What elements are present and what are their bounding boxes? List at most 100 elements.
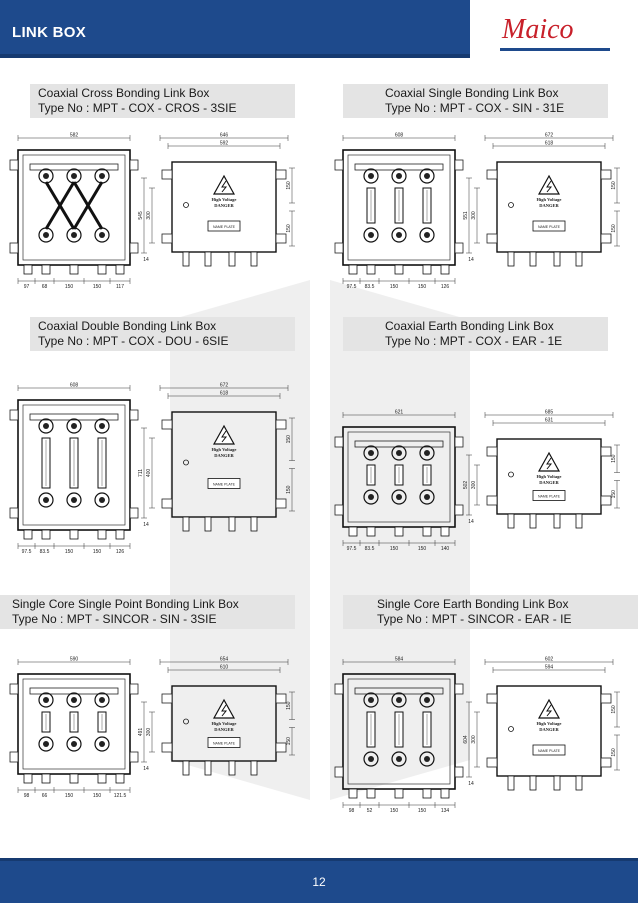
height-dimension: 604 (463, 735, 469, 744)
section-label-single: Coaxial Single Bonding Link Box Type No … (343, 84, 608, 118)
cross-link (72, 181, 104, 230)
warning-text-line1: High Voltage (537, 197, 562, 202)
height-dimension: 300 (471, 481, 477, 490)
mounting-bracket (486, 495, 498, 506)
terminal-bolt (368, 697, 374, 703)
cable-gland (507, 513, 515, 529)
name-plate-label: NAME PLATE (213, 225, 236, 229)
height-dimension: 300 (471, 211, 477, 220)
door-inner-dimension: 594 (545, 665, 554, 671)
cable-gland (69, 773, 79, 784)
lightning-bolt-icon (546, 457, 553, 470)
cable-gland (440, 788, 450, 799)
mounting-bracket (454, 242, 464, 254)
cable-gland (204, 760, 212, 776)
type-number: Type No : MPT - COX - CROS - 3SIE (38, 101, 237, 115)
cable-gland (228, 760, 236, 776)
bottom-dimension-label: 150 (390, 546, 399, 552)
bottom-dimension-label: 117 (116, 284, 124, 290)
terminal-bolt (424, 450, 430, 456)
mounting-bracket (600, 693, 612, 704)
side-dimension: 150 (286, 224, 292, 233)
cable-gland (553, 251, 561, 267)
side-dimension: 150 (286, 701, 292, 710)
name-plate (207, 737, 241, 748)
height-dimension: 545 (138, 211, 144, 220)
terminal-bolt (99, 232, 105, 238)
width-dimension: 621 (395, 410, 404, 416)
footer-line (0, 858, 638, 861)
height-dimension: 400 (146, 469, 152, 478)
terminal-bolt (99, 741, 105, 747)
cable-gland (23, 264, 33, 275)
name-plate (532, 490, 566, 501)
mounting-bracket (275, 169, 287, 180)
cable-gland (115, 529, 125, 540)
terminal-bottom (363, 751, 379, 767)
mounting-bracket (486, 233, 498, 244)
mounting-bracket (129, 683, 139, 695)
enclosure-inner-frame (22, 404, 126, 526)
door-width-dimension: 654 (220, 657, 229, 663)
cable-gland (97, 529, 107, 540)
mounting-bracket (129, 507, 139, 519)
terminal-bottom (363, 227, 379, 243)
name-plate-label: NAME PLATE (538, 225, 561, 229)
type-number: Type No : MPT - SINCOR - EAR - IE (377, 612, 572, 626)
cable-gland (97, 264, 107, 275)
mounting-bracket (334, 683, 344, 695)
terminal-top (38, 418, 54, 434)
mounting-bracket (129, 242, 139, 254)
warning-text-line1: High Voltage (537, 721, 562, 726)
name-plate-label: NAME PLATE (213, 483, 236, 487)
cable-gland (228, 251, 236, 267)
terminal-bolt (71, 423, 77, 429)
section-label-double: Coaxial Double Bonding Link Box Type No … (30, 317, 295, 351)
bottom-dimension-label: 150 (418, 546, 427, 552)
page-footer: 12 (0, 858, 638, 903)
cable-gland (115, 773, 125, 784)
mounting-bracket (129, 751, 139, 763)
side-dimension: 150 (286, 435, 292, 444)
terminal-top (363, 168, 379, 184)
name-plate (207, 220, 241, 232)
bottom-dimension-label: 150 (93, 284, 102, 290)
terminal-bolt (396, 697, 402, 703)
terminal-bolt (71, 697, 77, 703)
maico-logo: Maico (502, 14, 574, 45)
cable-gland (250, 516, 258, 532)
terminal-top (363, 692, 379, 708)
terminal-bolt (43, 232, 49, 238)
warning-triangle-icon (212, 698, 236, 719)
cable-gland (575, 775, 583, 791)
mounting-bracket (161, 233, 173, 244)
door-width-dimension: 646 (220, 133, 229, 139)
mounting-bracket (9, 242, 19, 254)
height-dimension: 502 (463, 481, 469, 490)
mounting-bracket (600, 757, 612, 768)
door-inner-dimension: 610 (220, 665, 229, 671)
type-number: Type No : MPT - SINCOR - SIN - 3SIE (12, 612, 217, 626)
height-dimension: 711 (138, 469, 144, 477)
terminal-top (419, 168, 435, 184)
mounting-bracket (454, 766, 464, 778)
cable-gland (366, 264, 376, 275)
door-outline (171, 161, 277, 253)
bottom-dimension-label: 66 (42, 793, 48, 799)
door-width-dimension: 685 (545, 410, 554, 416)
cable-gland (348, 526, 358, 537)
door-inner-dimension: 618 (220, 391, 229, 397)
enclosure-inner-frame (347, 154, 451, 261)
mounting-bracket (161, 742, 173, 753)
mounting-bracket (275, 233, 287, 244)
type-number: Type No : MPT - COX - SIN - 31E (385, 101, 565, 115)
side-dimension: 150 (286, 737, 292, 746)
mounting-bracket (275, 693, 287, 704)
gland-label: 14 (143, 257, 149, 263)
gland-label: 14 (143, 766, 149, 772)
warning-triangle-icon (212, 174, 236, 195)
bottom-dimension-label: 150 (93, 549, 102, 555)
logo-area: Maico (470, 0, 638, 58)
